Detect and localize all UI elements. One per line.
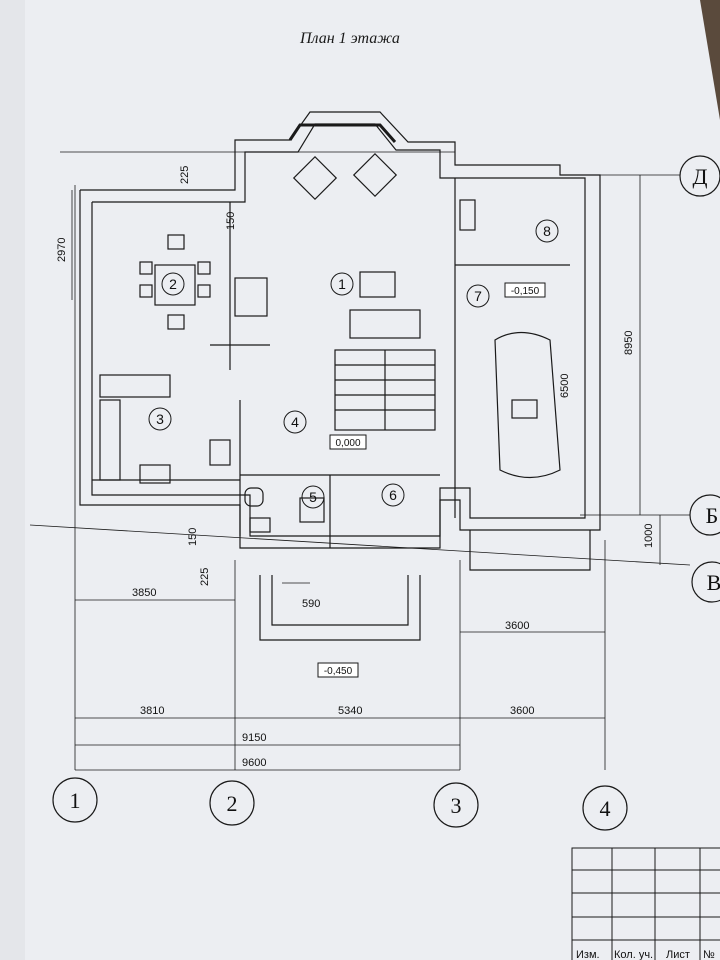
room-3-label: 3 bbox=[156, 411, 164, 427]
axis-4: 4 bbox=[600, 796, 611, 821]
axis-v: В bbox=[707, 570, 720, 595]
dim-225-bottom: 225 bbox=[199, 568, 211, 586]
title-block-num: № bbox=[703, 949, 715, 960]
room-4-label: 4 bbox=[291, 414, 299, 430]
level-boxes bbox=[317, 282, 546, 678]
title-block-izm: Изм. bbox=[576, 949, 600, 960]
room-circles bbox=[148, 219, 559, 509]
room-5-label: 5 bbox=[309, 489, 317, 505]
axis-b: Б bbox=[706, 503, 719, 528]
dim-3850: 3850 bbox=[132, 587, 156, 599]
dim-1000: 1000 bbox=[643, 524, 655, 548]
axis-2: 2 bbox=[227, 791, 238, 816]
dimension-lines bbox=[29, 151, 691, 771]
axis-bubbles bbox=[52, 155, 720, 831]
room-1-label: 1 bbox=[338, 276, 346, 292]
level-porch: -0,450 bbox=[324, 666, 353, 677]
title-block bbox=[571, 847, 720, 960]
plan-title: План 1 этажа bbox=[300, 30, 400, 47]
axis-3: 3 bbox=[451, 793, 462, 818]
dim-590: 590 bbox=[302, 598, 320, 610]
room-6-label: 6 bbox=[389, 487, 397, 503]
dim-150-bottom: 150 bbox=[187, 528, 199, 546]
dim-150-top: 150 bbox=[225, 212, 237, 230]
dim-8950: 8950 bbox=[623, 331, 635, 355]
dim-2970: 2970 bbox=[56, 238, 68, 262]
level-garage: -0,150 bbox=[511, 286, 540, 297]
dim-9600: 9600 bbox=[242, 757, 266, 769]
dim-225-top: 225 bbox=[179, 166, 191, 184]
axis-d: Д bbox=[692, 164, 707, 189]
walls bbox=[79, 111, 601, 641]
dim-6500: 6500 bbox=[559, 374, 571, 398]
dim-5340: 5340 bbox=[338, 705, 362, 717]
axis-1: 1 bbox=[70, 788, 81, 813]
room-8-label: 8 bbox=[543, 223, 551, 239]
dim-3810: 3810 bbox=[140, 705, 164, 717]
dim-9150: 9150 bbox=[242, 732, 266, 744]
paper-edge bbox=[0, 0, 25, 960]
room-2-label: 2 bbox=[169, 276, 177, 292]
room-7-label: 7 bbox=[474, 288, 482, 304]
dim-3600-upper: 3600 bbox=[505, 620, 529, 632]
level-main: 0,000 bbox=[335, 438, 360, 449]
title-block-list: Лист bbox=[666, 949, 690, 960]
title-block-kol: Кол. уч. bbox=[614, 949, 653, 960]
dim-3600-lower: 3600 bbox=[510, 705, 534, 717]
